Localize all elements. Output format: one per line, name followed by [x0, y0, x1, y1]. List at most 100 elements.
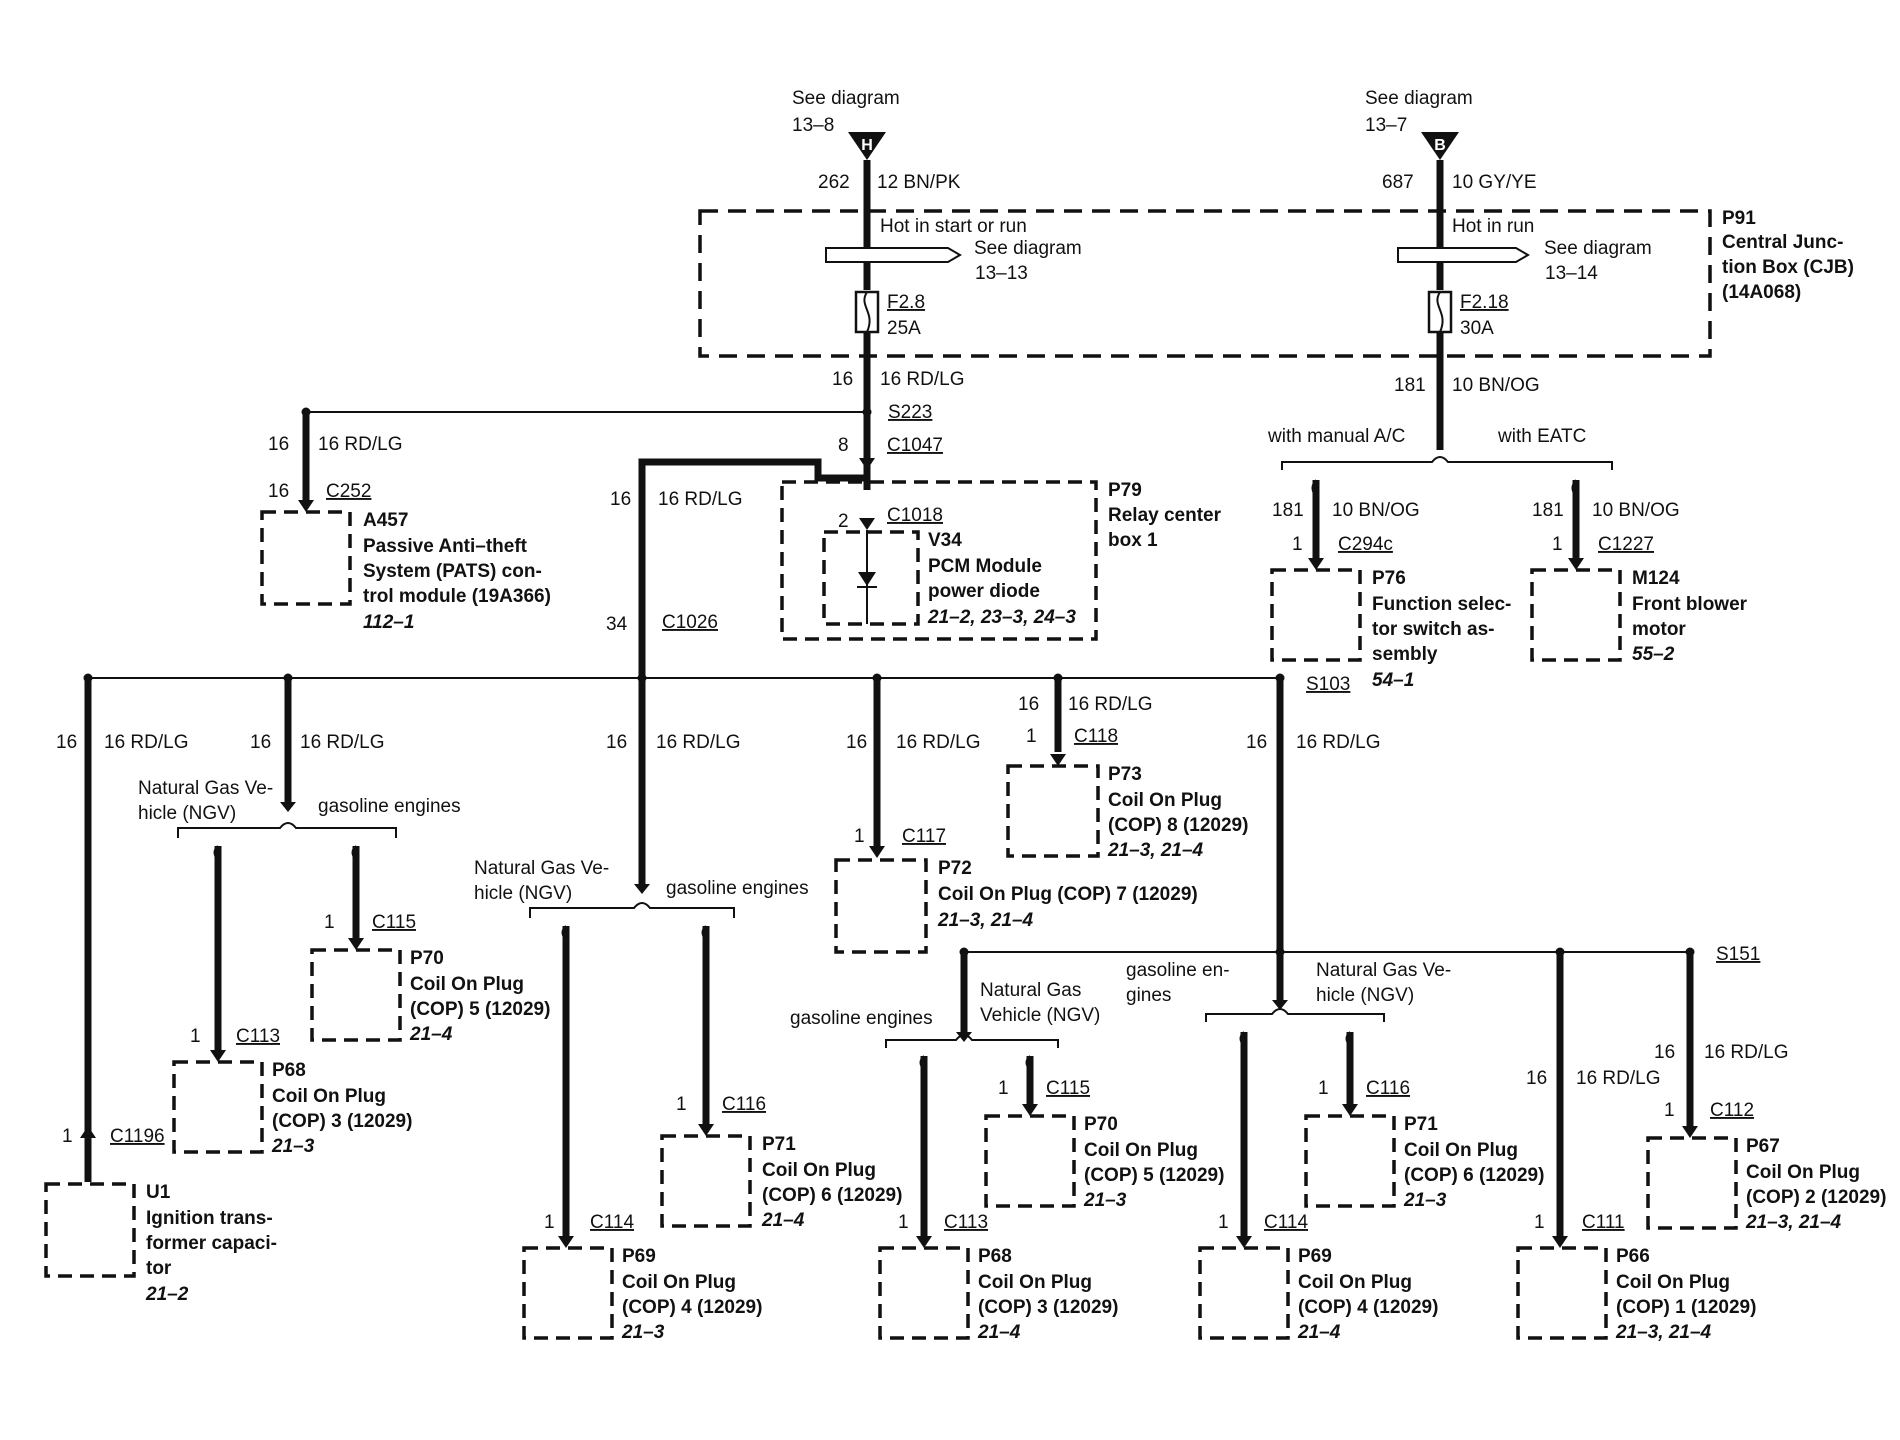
- p72-name-1: Coil On Plug (COP) 7 (12029): [938, 884, 1198, 905]
- cjb-arrow-1-icon: [825, 247, 962, 263]
- feed-b-circuit: 687: [1382, 172, 1414, 193]
- feed-b-flag-icon: [1421, 132, 1459, 160]
- p73-ref: 21–3, 21–4: [1107, 840, 1204, 861]
- grp1-arrow-icon: [280, 802, 296, 812]
- grp3-p70-arrow-icon: [1022, 1104, 1038, 1116]
- p66-name-1: Coil On Plug: [1616, 1272, 1730, 1293]
- cjb-arrow1-ref: 13–13: [975, 263, 1028, 284]
- m124-name-2: motor: [1632, 619, 1686, 640]
- s223-label: S223: [888, 402, 932, 423]
- main-right-circuit: 181: [1394, 375, 1426, 396]
- c1047-label: C1047: [887, 435, 943, 456]
- u1-name-3: tor: [146, 1258, 172, 1279]
- u1-arrow-icon: [80, 1126, 96, 1138]
- grp1-p68-pin: 1: [190, 1026, 201, 1047]
- grp2-p71-id: P71: [762, 1134, 796, 1155]
- grp4-p71-name-1: Coil On Plug: [1404, 1140, 1518, 1161]
- p72-connector: C117: [902, 826, 946, 847]
- grp4-p69-arrow-icon: [1236, 1236, 1252, 1248]
- p76-ref: 54–1: [1372, 670, 1414, 691]
- grp3-p70-name-2: (COP) 5 (12029): [1084, 1165, 1224, 1186]
- pats-branch: 16 16 RD/LG 16 C252 A457 Passive Anti–th…: [260, 412, 551, 633]
- feed-h-letter: H: [861, 137, 873, 154]
- grp1-p70-box: [310, 948, 402, 1042]
- m124-box: [1530, 568, 1622, 662]
- p73-tap-dot: [1053, 673, 1063, 683]
- grp3-arrow-icon: [956, 1032, 972, 1042]
- grp1-p70-name-1: Coil On Plug: [410, 974, 524, 995]
- cjb-outline: [698, 209, 1712, 358]
- grp1-p68-id: P68: [272, 1060, 306, 1081]
- u1-name-2: former capaci-: [146, 1233, 277, 1254]
- grp1-p68-ref: 21–3: [271, 1136, 315, 1157]
- p66-ref: 21–3, 21–4: [1615, 1322, 1712, 1343]
- u1-connector: C1196: [110, 1126, 165, 1147]
- p76-pin: 1: [1292, 534, 1303, 555]
- grp2-p69-name-2: (COP) 4 (12029): [622, 1297, 762, 1318]
- p67-name-2: (COP) 2 (12029): [1746, 1187, 1886, 1208]
- grp3-ngv-1: Natural Gas: [980, 980, 1081, 1001]
- feed-h: See diagram 13–8 H 262 12 BN/PK: [792, 88, 961, 290]
- m124-arrow-icon: [1568, 558, 1584, 570]
- p76-id: P76: [1372, 568, 1406, 589]
- p76-box: [1270, 568, 1362, 662]
- diode-ref: 21–2, 23–3, 24–3: [927, 607, 1076, 628]
- s103-drop-circuit: 16: [1246, 732, 1267, 753]
- grp3-p68-pin: 1: [898, 1212, 909, 1233]
- s103-bus: S103: [83, 673, 1350, 695]
- p73-circuit: 16: [1018, 694, 1039, 715]
- grp2-gas: gasoline engines: [666, 878, 809, 899]
- p76-connector: C294c: [1338, 534, 1393, 555]
- grp4-p69-pin: 1: [1218, 1212, 1229, 1233]
- p73-arrow-icon: [1050, 754, 1066, 766]
- grp1-ngv-1: Natural Gas Ve-: [138, 778, 273, 799]
- c1018-label: C1018: [887, 505, 943, 526]
- central-junction-box: P91 Central Junc- tion Box (CJB) (14A068…: [698, 208, 1854, 358]
- grp4-gas-2: gines: [1126, 985, 1171, 1006]
- cjb-name-2: tion Box (CJB): [1722, 257, 1854, 278]
- p73-id: P73: [1108, 764, 1142, 785]
- grp2-ngv-1: Natural Gas Ve-: [474, 858, 609, 879]
- p72-circuit: 16: [846, 732, 867, 753]
- u1-branch: 16 16 RD/LG 1 C1196 U1 Ignition trans- f…: [44, 678, 277, 1305]
- feed-b-see: See diagram: [1365, 88, 1473, 109]
- p73-connector: C118: [1074, 726, 1118, 747]
- grp4-ngv-1: Natural Gas Ve-: [1316, 960, 1451, 981]
- m124-pin: 1: [1552, 534, 1563, 555]
- grp3-p68-connector: C113: [944, 1212, 988, 1233]
- p67-id: P67: [1746, 1136, 1780, 1157]
- pats-name-1: Passive Anti–theft: [363, 536, 528, 557]
- p67-circuit: 16: [1654, 1042, 1675, 1063]
- grp3-gas: gasoline engines: [790, 1008, 933, 1029]
- grp2-p69-connector: C114: [590, 1212, 634, 1233]
- p66-branch: 16 16 RD/LG 1 C111 P66 Coil On Plug (COP…: [1516, 952, 1756, 1343]
- grp3-p70-ref: 21–3: [1083, 1190, 1127, 1211]
- grp2-p69-arrow-icon: [558, 1236, 574, 1248]
- p76-branch: 181 10 BN/OG 1 C294c P76 Function selec-…: [1270, 479, 1511, 691]
- cjb-arrow-2-icon: [1397, 247, 1530, 263]
- diode-name-2: power diode: [928, 581, 1040, 602]
- grp2-circuit: 16: [606, 732, 627, 753]
- fuse2-id: F2.18: [1460, 292, 1509, 313]
- group2-branch: 16 16 RD/LG Natural Gas Ve- hicle (NGV) …: [474, 678, 902, 1343]
- grp1-circuit: 16: [250, 732, 271, 753]
- option-manual-ac: with manual A/C: [1267, 426, 1405, 447]
- fuse-f2-18-element-icon: [1436, 291, 1444, 333]
- u1-box: [44, 1182, 136, 1278]
- pats-pin: 16: [268, 481, 289, 502]
- grp2-p71-pin: 1: [676, 1094, 687, 1115]
- grp3-p68-name-2: (COP) 3 (12029): [978, 1297, 1118, 1318]
- p67-name-1: Coil On Plug: [1746, 1162, 1860, 1183]
- grp4-p71-connector: C116: [1366, 1078, 1410, 1099]
- p76-name-1: Function selec-: [1372, 594, 1511, 615]
- c1026-pin: 34: [606, 614, 628, 635]
- grp3-p70-pin: 1: [998, 1078, 1009, 1099]
- cjb-hot-start-run: Hot in start or run: [880, 216, 1027, 237]
- group1-branch: 16 16 RD/LG Natural Gas Ve- hicle (NGV) …: [138, 678, 550, 1157]
- feed-h-ref: 13–8: [792, 115, 834, 136]
- c1026-label: C1026: [662, 612, 718, 633]
- p67-branch: 16 16 RD/LG 1 C112 P67 Coil On Plug (COP…: [1646, 952, 1886, 1233]
- p67-wire-label: 16 RD/LG: [1704, 1042, 1788, 1063]
- relay-box-name-1: Relay center: [1108, 505, 1222, 526]
